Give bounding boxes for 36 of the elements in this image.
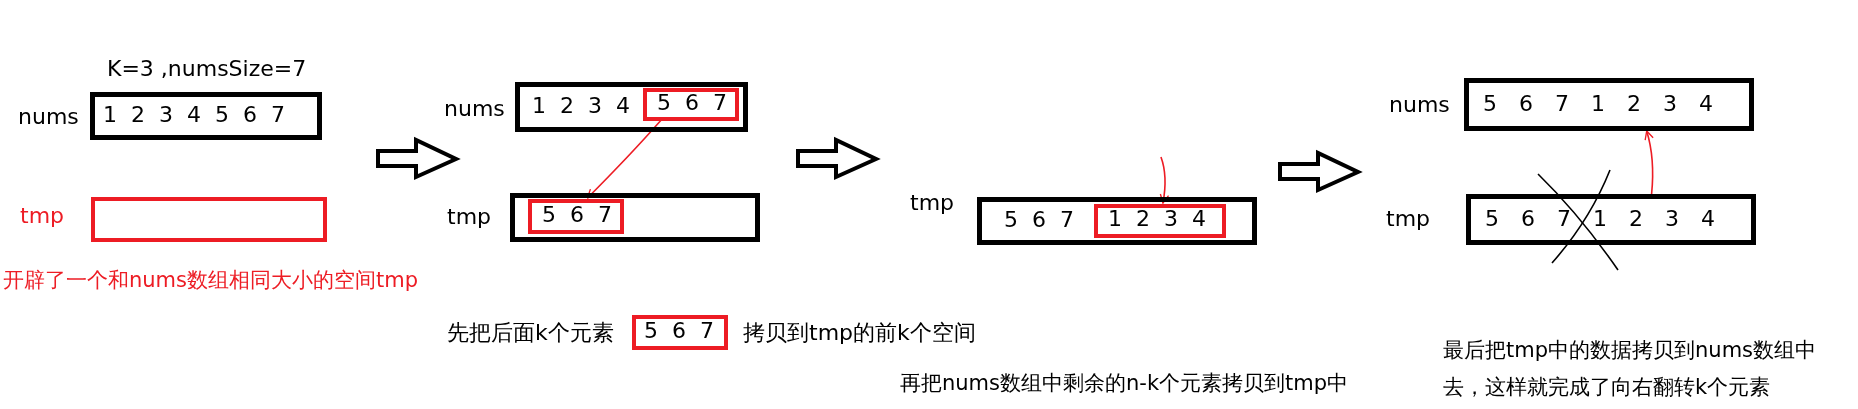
array-values: 5 6 7 [1004, 209, 1074, 231]
label-text: K=3 ,numsSize=7 [107, 58, 307, 80]
array-name: tmp [1386, 208, 1431, 230]
array-values: 5 6 7 [657, 91, 727, 114]
step-caption: 最后把tmp中的数据拷贝到nums数组中去，这样就完成了向右翻转k个元素 [1443, 337, 1818, 401]
array-values: 5 6 7 [644, 319, 714, 342]
array-values: 1 2 3 4 [1108, 208, 1206, 230]
highlight-box [643, 88, 739, 121]
array-box [1464, 78, 1754, 131]
step-caption: 先把后面k个元素 [447, 322, 614, 344]
highlight-box [528, 199, 624, 234]
array-box [515, 82, 748, 132]
array-name: nums [18, 106, 79, 128]
array-name: nums [444, 98, 505, 120]
array-name: tmp [910, 192, 955, 214]
array-box [1466, 194, 1756, 245]
array-name: tmp [20, 205, 65, 227]
array-values: 5 6 7 [542, 203, 612, 226]
arrow [1159, 156, 1170, 204]
array-values: 5 6 7 1 2 3 4 [1485, 207, 1715, 230]
array-box [90, 92, 322, 140]
array-name: nums [1389, 94, 1450, 116]
array-name: tmp [447, 206, 492, 228]
arrow [1644, 130, 1654, 195]
array-box [977, 197, 1257, 245]
array-values: 1 2 3 4 5 6 7 [103, 104, 285, 126]
array-values: 5 6 7 1 2 3 4 [1483, 92, 1713, 115]
array-values: 1 2 3 4 [532, 95, 630, 117]
arrow [586, 119, 662, 199]
note-text: 开辟了一个和nums数组相同大小的空间tmp [3, 267, 419, 294]
step-caption: 再把nums数组中剩余的n-k个元素拷贝到tmp中 [900, 370, 1349, 397]
step-caption: 拷贝到tmp的前k个空间 [743, 322, 976, 344]
array-box [510, 193, 760, 242]
array-box [91, 197, 327, 242]
highlight-box [1094, 204, 1226, 238]
highlight-box [632, 315, 728, 350]
